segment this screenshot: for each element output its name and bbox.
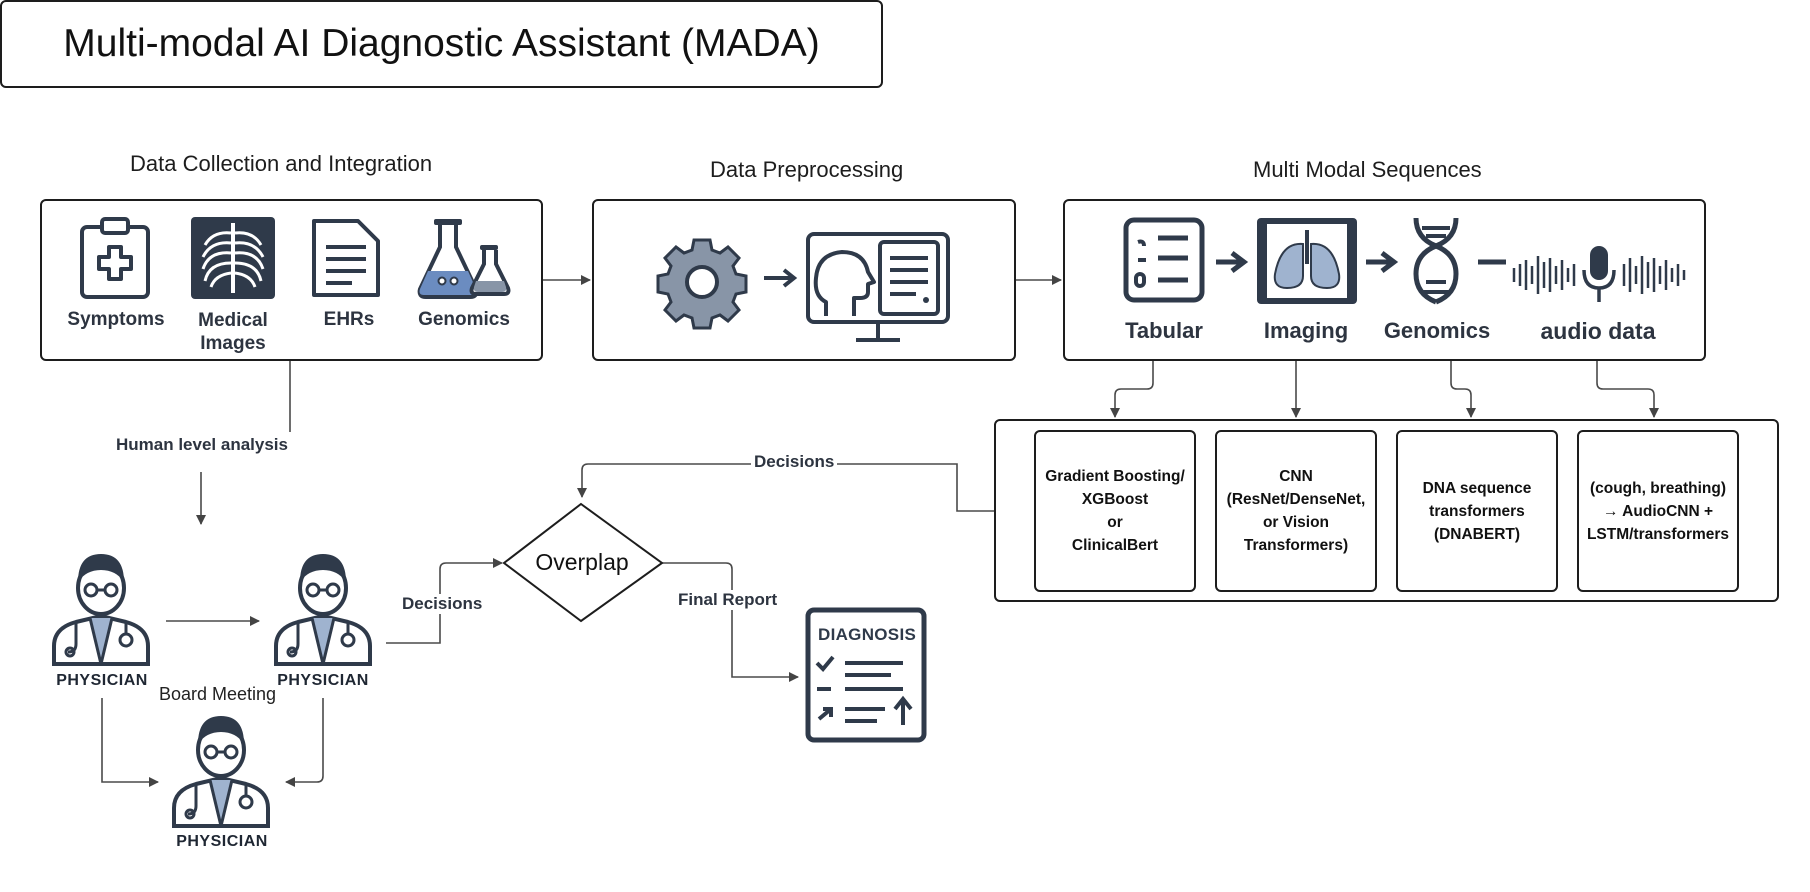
monitor-profile-icon — [806, 232, 950, 342]
models-container-box — [994, 419, 1779, 602]
modality-label-imaging: Imaging — [1263, 318, 1349, 343]
modality-label-genomics: Genomics — [1383, 318, 1491, 343]
modality-label-tabular: Tabular — [1125, 318, 1203, 343]
arrow-right-icon — [1366, 251, 1399, 273]
section-heading-preprocessing: Data Preprocessing — [710, 157, 904, 182]
modality-label-audio-data: audio data — [1540, 318, 1656, 344]
xray-ribcage-icon — [191, 217, 275, 299]
model-box-audio: (cough, breathing) → AudioCNN + LSTM/tra… — [1577, 430, 1739, 592]
arrow-right-icon — [764, 268, 798, 288]
document-icon — [312, 219, 380, 297]
model-box-genomics: DNA sequence transformers (DNABERT) — [1396, 430, 1558, 592]
dna-helix-icon — [1413, 217, 1459, 305]
diagnosis-report-icon — [805, 607, 927, 743]
edge-label-board-meeting: Board Meeting — [159, 684, 277, 704]
physician-icon — [52, 554, 150, 666]
diagnosis-heading: DIAGNOSIS — [818, 625, 917, 644]
gear-icon — [656, 238, 748, 330]
tabular-form-icon — [1123, 217, 1205, 303]
physician-label: PHYSICIAN — [176, 833, 268, 850]
lab-flask-icon — [417, 219, 511, 299]
decision-node-overplap: Overplap — [535, 549, 629, 575]
section-heading-sequences: Multi Modal Sequences — [1253, 157, 1482, 182]
collection-label-symptoms: Symptoms — [67, 309, 165, 330]
diagram-title: Multi-modal AI Diagnostic Assistant (MAD… — [0, 0, 883, 88]
dash-connector-icon — [1478, 259, 1506, 265]
lungs-xray-icon — [1257, 218, 1357, 304]
edge-label-decisions-top: Decisions — [751, 452, 838, 472]
collection-label-ehrs: EHRs — [323, 309, 375, 330]
physician-label: PHYSICIAN — [277, 672, 369, 689]
edge-label-final-report: Final Report — [678, 590, 778, 610]
edge-label-decisions-left: Decisions — [402, 594, 483, 614]
audio-waveform-microphone-icon — [1512, 246, 1686, 302]
collection-label-genomics: Genomics — [418, 309, 510, 330]
physician-icon — [172, 716, 270, 828]
edge-label-human-level-analysis: Human level analysis — [116, 435, 288, 455]
section-heading-collection: Data Collection and Integration — [130, 151, 433, 176]
physician-icon — [274, 554, 372, 666]
clipboard-medical-icon — [80, 217, 150, 299]
collection-label-medical-images: Medical Images — [198, 310, 268, 354]
arrow-right-icon — [1216, 251, 1249, 273]
model-box-tabular: Gradient Boosting/ XGBoost or ClinicalBe… — [1034, 430, 1196, 592]
model-box-imaging: CNN (ResNet/DenseNet, or Vision Transfor… — [1215, 430, 1377, 592]
physician-label: PHYSICIAN — [56, 672, 148, 689]
